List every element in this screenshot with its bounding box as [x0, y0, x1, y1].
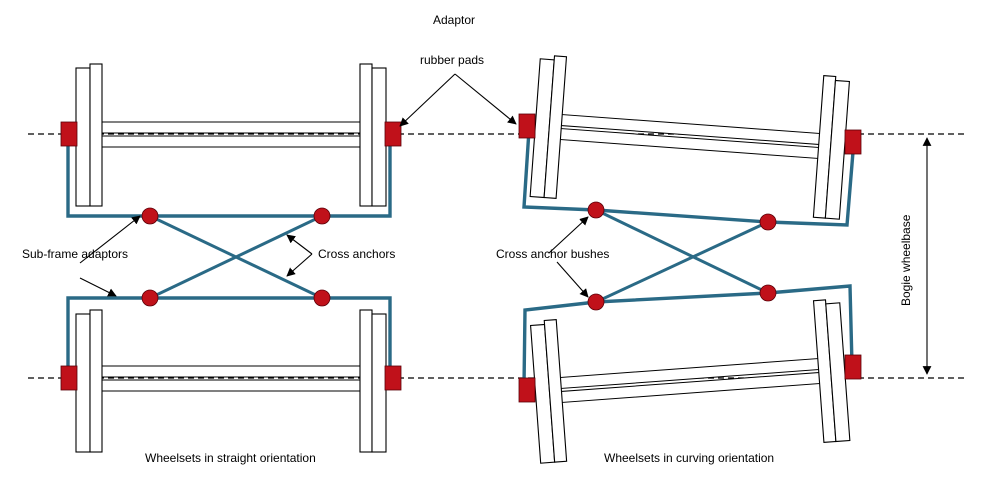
- cross-anchor: [595, 208, 769, 295]
- straight-upper-subframe: [66, 145, 392, 218]
- straight-bogie: [60, 63, 402, 453]
- wheel: [359, 63, 373, 207]
- callout-arrow: [399, 73, 456, 127]
- straight-bottom-wheelset: [75, 309, 387, 453]
- callout-arrow: [79, 215, 141, 264]
- straight-top-wheelset: [75, 63, 387, 207]
- cross-anchor-bush: [587, 201, 605, 219]
- curving-bottom-wheelset: [529, 299, 851, 464]
- adaptor-rubber-pad: [844, 129, 862, 155]
- callout-arrow: [548, 216, 589, 254]
- rubber-pads-label: rubber pads: [420, 53, 484, 67]
- wheel: [543, 319, 568, 463]
- cross-anchor-bushes-label: Cross anchor bushes: [496, 247, 609, 261]
- cross-anchor-bush: [587, 293, 605, 311]
- cross-anchor-bush: [313, 207, 331, 225]
- adaptor-rubber-pad: [60, 121, 78, 147]
- adaptor-rubber-pad: [60, 365, 78, 391]
- cross-anchor-bush: [759, 213, 777, 231]
- bogie-wheelbase-label: Bogie wheelbase: [899, 214, 913, 306]
- cross-anchor: [149, 214, 323, 300]
- curving-orientation-caption: Wheelsets in curving orientation: [604, 451, 774, 465]
- wheel: [371, 67, 387, 207]
- wheel: [75, 313, 91, 453]
- cross-anchors-label: Cross anchors: [318, 247, 395, 261]
- curving-lower-subframe: [522, 284, 854, 387]
- adaptor-rubber-pad: [844, 354, 862, 380]
- callout-arrow: [79, 277, 117, 297]
- wheel: [824, 79, 851, 220]
- adaptor-rubber-pad: [518, 113, 536, 139]
- curving-top-wheelset: [529, 55, 851, 220]
- curving-bogie: [518, 55, 862, 464]
- adaptor-rubber-pad: [518, 377, 536, 403]
- wheel: [75, 67, 91, 207]
- cross-anchor-bush: [759, 284, 777, 302]
- callout-arrow: [556, 261, 589, 298]
- wheel: [371, 313, 387, 453]
- callout-arrow: [286, 234, 313, 255]
- callout-arrow: [454, 73, 517, 125]
- wheel: [359, 309, 373, 453]
- wheel: [543, 55, 568, 199]
- adaptor-rubber-pad: [384, 121, 402, 147]
- axle: [100, 121, 364, 134]
- cross-anchor-bush: [141, 289, 159, 307]
- cross-anchor: [595, 220, 769, 304]
- straight-orientation-caption: Wheelsets in straight orientation: [145, 451, 316, 465]
- cross-anchor-bush: [141, 207, 159, 225]
- curving-upper-subframe: [522, 129, 855, 227]
- wheel: [89, 63, 103, 207]
- wheel: [89, 309, 103, 453]
- sub-frame-adaptors-label: Sub-frame adaptors: [22, 247, 128, 261]
- axle: [100, 365, 364, 378]
- callout-arrow: [286, 253, 313, 277]
- adaptor-label: Adaptor: [433, 13, 475, 27]
- axle: [100, 379, 364, 392]
- axle: [100, 135, 364, 148]
- cross-anchor-bush: [313, 289, 331, 307]
- straight-lower-subframe: [66, 296, 392, 388]
- adaptor-rubber-pad: [384, 365, 402, 391]
